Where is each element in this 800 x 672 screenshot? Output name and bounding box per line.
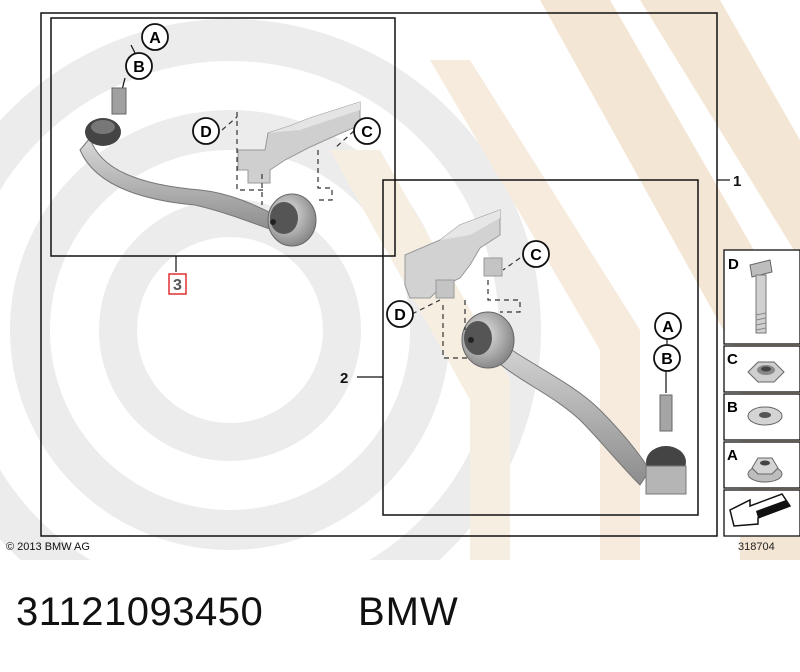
svg-text:A: A <box>149 30 161 47</box>
item-label-3: 3 <box>168 273 187 295</box>
svg-text:D: D <box>394 307 406 324</box>
inset-frame-2 <box>382 179 699 516</box>
callout-b-top: B <box>125 52 153 80</box>
diagram-number: 318704 <box>738 541 775 553</box>
control-arm-2 <box>404 209 687 495</box>
hardware-sidebar: D C B A <box>723 249 800 537</box>
callout-a-right: A <box>654 312 682 340</box>
sidebar-label-d: D <box>728 256 739 273</box>
parts-diagram: A B D C C D A B 1 2 3 D <box>0 0 800 560</box>
sidebar-label-b: B <box>727 399 738 416</box>
callout-c-top: C <box>353 117 381 145</box>
svg-text:A: A <box>662 319 674 336</box>
copyright-text: © 2013 BMW AG <box>6 541 90 553</box>
callout-b-right: B <box>653 344 681 372</box>
main-frame <box>40 12 718 537</box>
lock-nut-icon <box>747 361 785 383</box>
direction-arrow-icon <box>729 493 792 527</box>
svg-text:B: B <box>661 351 673 368</box>
callout-c-right: C <box>522 240 550 268</box>
flange-nut-icon <box>747 457 783 483</box>
callout-d-top: D <box>192 117 220 145</box>
inset-frame-3 <box>50 17 396 257</box>
bolt-icon <box>749 259 773 334</box>
brand-name: BMW <box>358 590 459 634</box>
item-label-2: 2 <box>340 370 348 387</box>
svg-text:C: C <box>530 247 542 264</box>
svg-text:3: 3 <box>173 277 182 294</box>
item-label-1: 1 <box>733 173 741 190</box>
control-arm-3 <box>79 87 361 247</box>
svg-text:B: B <box>133 59 145 76</box>
washer-icon <box>747 406 783 426</box>
sidebar-label-a: A <box>727 447 738 464</box>
svg-text:C: C <box>361 124 373 141</box>
svg-text:D: D <box>200 124 212 141</box>
part-number: 31121093450 <box>16 590 264 634</box>
sidebar-label-c: C <box>727 351 738 368</box>
callout-d-right: D <box>386 300 414 328</box>
callout-a-top: A <box>141 23 169 51</box>
